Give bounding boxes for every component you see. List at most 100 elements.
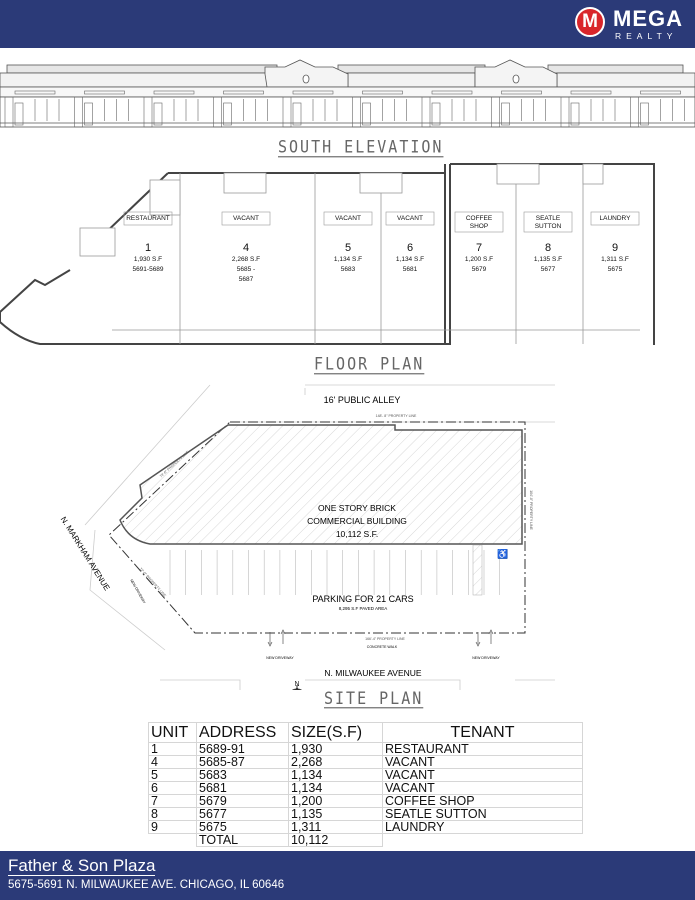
building-label-2: COMMERCIAL BUILDING	[307, 516, 407, 526]
cell-empty	[149, 834, 197, 847]
table-header-row: UNIT ADDRESS SIZE(S.F) TENANT	[148, 722, 583, 743]
mega-realty-logo: M MEGA REALTY	[557, 4, 685, 44]
tenant-sign-box	[385, 211, 435, 226]
accessible-parking-icon: ♿	[497, 548, 508, 559]
floor-unit-address: 5677	[541, 266, 556, 273]
cell-unit: 1	[148, 742, 197, 756]
alley-label: 16' PUBLIC ALLEY	[324, 395, 401, 405]
driveway-label-3: NEW DRIVEWAY	[129, 579, 147, 605]
floor-unit-tenant: SEATLE	[536, 215, 561, 222]
floor-unit-tenant-line2: SHOP	[470, 223, 488, 230]
col-address: ADDRESS	[196, 722, 289, 743]
north-arrow-icon: N	[291, 681, 303, 690]
property-line-right: 104'-0" PROPERTY LINE	[529, 490, 533, 530]
cell-unit: 5	[148, 768, 197, 782]
floor-unit-number: 8	[545, 242, 551, 254]
floor-unit-number: 5	[345, 242, 351, 254]
cell-size: 1,311	[288, 820, 383, 834]
cell-tenant: VACANT	[382, 781, 583, 795]
tenant-sign-box	[221, 211, 271, 226]
floor-unit-tenant: LAUNDRY	[600, 215, 632, 222]
driveway-label-2: NEW DRIVEWAY	[472, 656, 500, 660]
cell-address: 5689-91	[196, 742, 289, 756]
floor-unit-number: 9	[612, 242, 618, 254]
floor-unit-area: 2,268 S.F	[232, 256, 260, 263]
concrete-walk-label: CONCRETE WALK	[367, 645, 398, 649]
tenant-sign-box	[323, 211, 373, 226]
milwaukee-avenue-label: N. MILWAUKEE AVENUE	[324, 668, 421, 678]
building-label-1: ONE STORY BRICK	[318, 503, 396, 513]
tenant-sign-box	[454, 211, 504, 233]
markham-avenue-label: N. MARKHAM AVENUE	[59, 515, 112, 592]
cell-tenant: VACANT	[382, 768, 583, 782]
parking-label: PARKING FOR 21 CARS	[312, 594, 413, 604]
total-label: TOTAL	[196, 833, 289, 847]
logo-sub: REALTY	[615, 31, 678, 41]
floor-unit-tenant-line2: SUTTON	[535, 223, 562, 230]
cell-tenant: COFFEE SHOP	[382, 794, 583, 808]
tenant-sign-box	[123, 211, 173, 226]
south-elevation-drawing	[0, 59, 695, 128]
cell-address: 5675	[196, 820, 289, 834]
logo-m-icon: M	[575, 7, 605, 37]
floor-unit-number: 6	[407, 242, 413, 254]
tenant-sign-box	[590, 211, 640, 226]
property-line-bottom: 166'-4" PROPERTY LINE	[365, 637, 405, 641]
cell-tenant: RESTAURANT	[382, 742, 583, 756]
floor-unit-tenant: VACANT	[397, 215, 423, 222]
floor-unit-address: 5683	[341, 266, 356, 273]
floor-unit-area: 1,930 S.F	[134, 256, 162, 263]
building-area: 10,112 S.F.	[336, 529, 378, 539]
floor-unit-tenant: RESTAURANT	[126, 215, 170, 222]
cell-address: 5685-87	[196, 755, 289, 769]
col-size: SIZE(S.F)	[288, 722, 383, 743]
floor-unit-number: 7	[476, 242, 482, 254]
tenant-sign-box	[523, 211, 573, 233]
floor-unit-area: 1,135 S.F	[534, 256, 562, 263]
driveway-label-1: NEW DRIVEWAY	[266, 656, 294, 660]
floor-plan-label: FLOOR PLAN	[314, 353, 425, 375]
cell-size: 2,268	[288, 755, 383, 769]
total-value: 10,112	[288, 833, 383, 847]
site-plan-label: SITE PLAN	[324, 687, 424, 709]
property-line-top: 148'- 8" PROPERTY LINE	[376, 414, 417, 418]
cell-size: 1,135	[288, 807, 383, 821]
cell-address: 5679	[196, 794, 289, 808]
cell-tenant: LAUNDRY	[382, 820, 583, 834]
driveway-arrows-icon	[267, 629, 494, 647]
cell-tenant: SEATLE SUTTON	[382, 807, 583, 821]
site-plan-drawing: 16' PUBLIC ALLEY 148'- 8" PROPERTY LINE …	[59, 384, 555, 690]
floor-unit-tenant: VACANT	[233, 215, 259, 222]
cell-unit: 4	[148, 755, 197, 769]
cell-tenant: VACANT	[382, 755, 583, 769]
floor-unit-area: 1,134 S.F	[396, 256, 424, 263]
cell-size: 1,200	[288, 794, 383, 808]
floor-unit-address: 5685 -	[237, 266, 255, 273]
header-band: M MEGA REALTY	[0, 0, 695, 48]
paved-area-label: 8,295 S.F PAVED AREA	[339, 606, 388, 611]
property-address: 5675-5691 N. MILWAUKEE AVE. CHICAGO, IL …	[8, 879, 285, 891]
floor-unit-tenant: COFFEE	[466, 215, 493, 222]
cell-unit: 8	[148, 807, 197, 821]
floor-unit-address: 5691-5689	[132, 266, 163, 273]
property-line-left: 72'-0" PROPERTY LINE	[139, 567, 168, 598]
cell-unit: 7	[148, 794, 197, 808]
logo-name: MEGA	[613, 6, 683, 31]
svg-text:N: N	[294, 681, 299, 688]
cell-unit: 9	[148, 820, 197, 834]
cell-size: 1,134	[288, 768, 383, 782]
cell-address: 5683	[196, 768, 289, 782]
floor-unit-address: 5681	[403, 266, 418, 273]
col-unit: UNIT	[148, 722, 197, 743]
cell-empty	[383, 834, 583, 847]
